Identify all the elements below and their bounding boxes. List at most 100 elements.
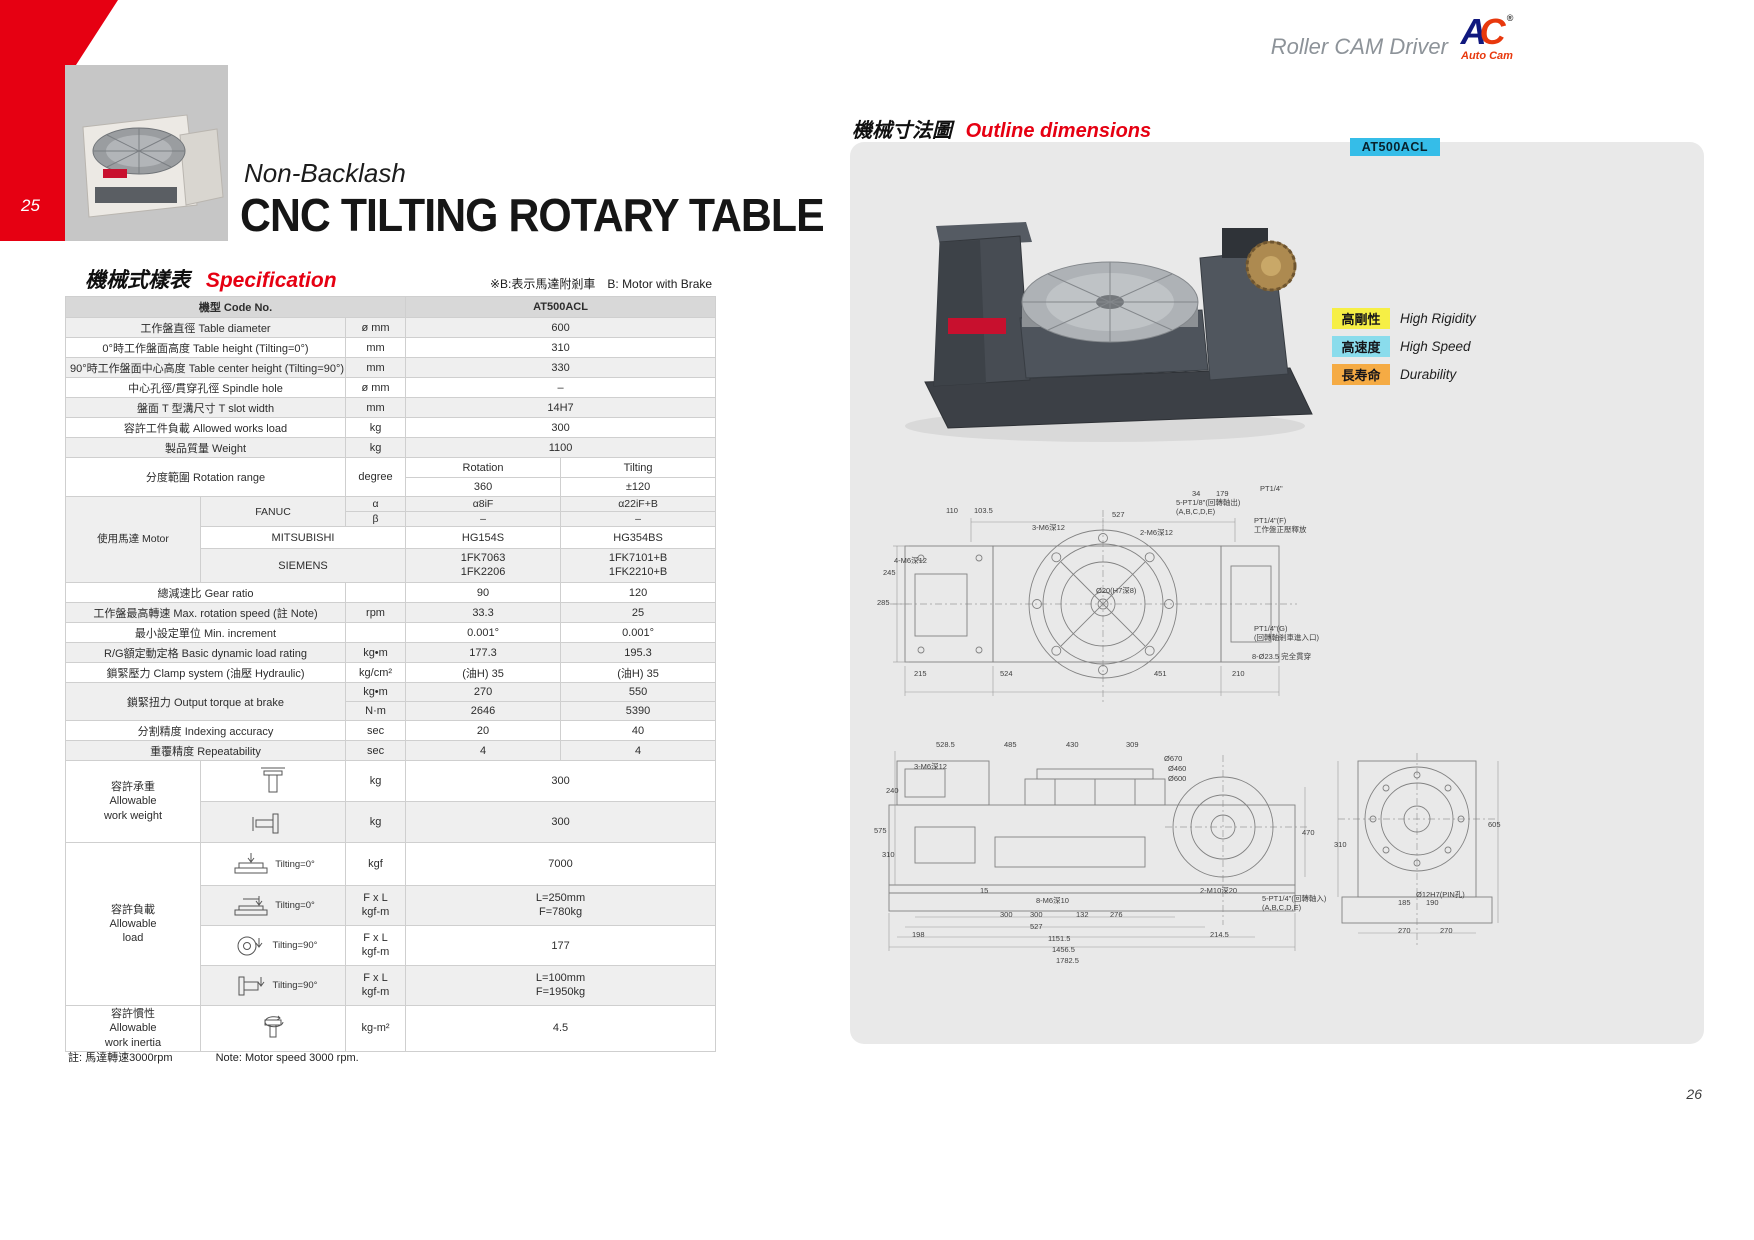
spec-row-center-height: 90°時工作盤面中心高度 Table center height (Tiltin… — [65, 357, 717, 378]
code-value: AT500ACL — [405, 296, 717, 318]
brake-note: ※B:表示馬達附剎車 B: Motor with Brake — [490, 277, 713, 291]
spec-unit: N·m — [344, 701, 407, 721]
product-render-image — [905, 222, 1313, 442]
spec-value: 270 — [405, 682, 562, 702]
spec-value: HG154S — [405, 526, 562, 549]
spec-row-diameter: 工作盤直徑 Table diameter ø mm 600 — [65, 317, 717, 338]
spec-value: 4.5 — [405, 1005, 717, 1052]
autocam-logo: AC® Auto Cam — [1452, 14, 1522, 62]
spec-value: L=250mm F=780kg — [405, 885, 717, 926]
product-photo — [65, 65, 228, 241]
spec-unit: kg•m — [344, 642, 407, 663]
outline-drawing-end-view — [1337, 753, 1499, 945]
spec-row-load-2: Tilting=0° F x L kgf-m L=250mm F=780kg — [66, 885, 717, 926]
spec-unit: ø mm — [344, 377, 407, 398]
spec-value: – — [405, 511, 562, 527]
spec-label: 90°時工作盤面中心高度 Table center height (Tiltin… — [65, 357, 346, 378]
spec-row-weight: 製品質量 Weight kg 1100 — [65, 437, 717, 458]
spec-row-max-speed: 工作盤最高轉速 Max. rotation speed (註 Note) rpm… — [65, 602, 717, 623]
feature-label-rigidity: High Rigidity — [1400, 311, 1476, 326]
load-tilt90-moment-diagram-icon: Tilting=90° — [200, 965, 346, 1006]
logo-letter-a: A — [1460, 11, 1487, 52]
work-weight-diagram-icon — [200, 760, 346, 802]
spec-value: 33.3 — [405, 602, 562, 623]
spec-value: 310 — [405, 337, 717, 358]
spec-value: 300 — [405, 801, 717, 843]
feature-chip-rigidity: 高剛性 — [1332, 308, 1390, 329]
logo-letter-c: C — [1479, 11, 1506, 52]
spec-value: 1100 — [405, 437, 717, 458]
spec-label: 鎖緊壓力 Clamp system (油壓 Hydraulic) — [65, 662, 346, 683]
spec-label: 鎖緊扭力 Output torque at brake — [65, 682, 346, 721]
spec-unit: mm — [344, 337, 407, 358]
footnote-zh: 註: 馬達轉速3000rpm — [68, 1052, 173, 1064]
product-title: CNC TILTING ROTARY TABLE — [240, 189, 825, 241]
outline-panel: AT500ACL 高剛性 — [850, 138, 1704, 1044]
spec-row-gear-ratio: 總減速比 Gear ratio 90 120 — [65, 582, 717, 603]
spec-value: 120 — [560, 582, 717, 603]
spec-unit: kg — [344, 437, 407, 458]
feature-chip-speed: 高速度 — [1332, 336, 1390, 357]
spec-row-spindle-hole: 中心孔徑/貫穿孔徑 Spindle hole ø mm – — [65, 377, 717, 398]
spec-unit: F x L kgf-m — [344, 925, 407, 966]
spec-unit: mm — [344, 357, 407, 378]
spec-unit — [344, 622, 407, 643]
spec-value: L=100mm F=1950kg — [405, 965, 717, 1006]
tilting-column-header: Tilting — [560, 457, 717, 478]
tilting-condition: Tilting=90° — [272, 940, 318, 951]
spec-unit: sec — [344, 740, 407, 761]
feature-durability: 長寿命 Durability — [1332, 364, 1476, 385]
spec-value: 4 — [405, 740, 562, 761]
spec-value: 0.001° — [560, 622, 717, 643]
spec-row-load-4: Tilting=90° F x L kgf-m L=100mm F=1950kg — [66, 965, 717, 1006]
spec-row-motor-fanuc-alpha: 使用馬達 Motor FANUC α α8iF α22iF+B — [65, 496, 717, 583]
spec-value: (油H) 35 — [405, 662, 562, 683]
product-photo-image — [65, 65, 228, 241]
feature-list: 高剛性 High Rigidity 高速度 High Speed 長寿命 Dur… — [1332, 308, 1476, 392]
spec-unit: F x L kgf-m — [344, 885, 407, 926]
load-group-label: 容許負載 Allowable load — [65, 842, 201, 1006]
outline-heading-zh: 機械寸法圖 — [852, 120, 952, 142]
spec-unit: rpm — [344, 602, 407, 623]
spec-row-tslot: 盤面 T 型溝尺寸 T slot width mm 14H7 — [65, 397, 717, 418]
spec-value: α8iF — [405, 496, 562, 512]
spec-value: 600 — [405, 317, 717, 338]
product-subtitle: Non-Backlash — [244, 158, 406, 188]
spec-row-range-header: 分度範圍 Rotation range degree Rotation Tilt… — [65, 457, 717, 497]
feature-chip-durability: 長寿命 — [1332, 364, 1390, 385]
spec-unit: degree — [344, 457, 407, 497]
spec-value: – — [405, 377, 717, 398]
spec-label: 容許工件負載 Allowed works load — [65, 417, 346, 438]
autocam-logo-mark: AC® — [1452, 14, 1522, 50]
spec-value: HG354BS — [560, 526, 717, 549]
code-label: 機型 Code No. — [64, 296, 407, 318]
motor-brand-mitsubishi: MITSUBISHI — [199, 526, 407, 549]
spec-value: 0.001° — [405, 622, 562, 643]
model-badge: AT500ACL — [1349, 138, 1440, 156]
load-tilt90-diagram-icon: Tilting=90° — [200, 925, 346, 966]
spec-label: 重覆精度 Repeatability — [65, 740, 346, 761]
spec-value: 550 — [560, 682, 717, 702]
spec-row-torque-kgm: 鎖緊扭力 Output torque at brake kg•m 270 550 — [65, 682, 717, 721]
load-tilt0-moment-diagram-icon: Tilting=0° — [200, 885, 346, 926]
spec-row-inertia: 容許慣性 Allowable work inertia kg-m² 4.5 — [65, 1005, 717, 1052]
spec-value: 330 — [405, 357, 717, 378]
spec-value-tilting: ±120 — [560, 477, 717, 497]
spec-label: R/G額定動定格 Basic dynamic load rating — [65, 642, 346, 663]
tilting-condition: Tilting=0° — [275, 858, 315, 870]
spec-value-rotation: 360 — [405, 477, 562, 497]
spec-unit: kg — [344, 417, 407, 438]
spec-row-load-1: 容許負載 Allowable load Tilting=0° kgf 7000 — [65, 842, 717, 1006]
spec-row-load-3: Tilting=90° F x L kgf-m 177 — [66, 925, 717, 966]
spec-unit: kg-m² — [344, 1005, 407, 1052]
spec-row-min-increment: 最小設定單位 Min. increment 0.001° 0.001° — [65, 622, 717, 643]
spec-unit: ø mm — [344, 317, 407, 338]
load-tilt0-diagram-icon: Tilting=0° — [200, 842, 346, 886]
motor-group-label: 使用馬達 Motor — [65, 496, 201, 583]
spec-value: 4 — [560, 740, 717, 761]
spec-value: 25 — [560, 602, 717, 623]
motor-beta-label: β — [344, 511, 407, 527]
spec-label: 0°時工作盤面高度 Table height (Tilting=0°) — [65, 337, 346, 358]
spec-row-dynamic-load: R/G額定動定格 Basic dynamic load rating kg•m … — [65, 642, 717, 663]
